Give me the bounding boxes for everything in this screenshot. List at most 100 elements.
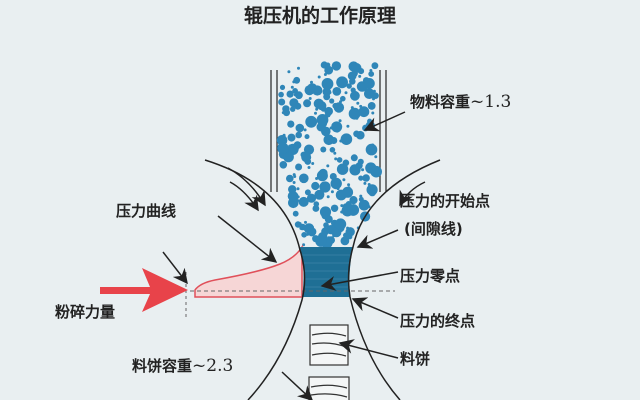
particle <box>329 173 337 180</box>
particle <box>350 90 360 101</box>
particle <box>303 128 307 132</box>
particle <box>355 116 359 120</box>
particle <box>295 163 303 171</box>
particle <box>372 97 375 101</box>
particle <box>363 181 367 185</box>
particle <box>367 102 376 110</box>
particle <box>299 173 309 184</box>
particle <box>295 123 305 133</box>
particle <box>366 184 378 196</box>
particle <box>331 138 335 142</box>
particle <box>301 232 307 238</box>
particle <box>329 147 336 153</box>
particle <box>362 174 370 182</box>
particle <box>357 68 365 75</box>
particle <box>331 121 343 133</box>
pressure-curve-label: 压力曲线 <box>116 202 176 220</box>
particle <box>334 157 338 161</box>
particle <box>330 177 342 190</box>
particle <box>347 204 360 216</box>
particle <box>340 133 353 145</box>
particle <box>322 87 332 97</box>
particle <box>286 90 294 98</box>
particle <box>349 78 356 85</box>
particle <box>287 133 296 142</box>
particle <box>329 126 333 130</box>
particle <box>358 175 364 181</box>
svg-text:料饼容重~2.3: 料饼容重~2.3 <box>132 356 233 376</box>
particle <box>344 91 348 95</box>
particle <box>292 173 296 177</box>
particle <box>347 183 351 187</box>
particle <box>365 88 372 95</box>
particle <box>321 78 334 90</box>
particle <box>319 206 332 218</box>
particle <box>346 83 352 89</box>
particle <box>317 75 321 79</box>
particle <box>312 205 320 212</box>
particle <box>303 99 312 108</box>
particle <box>314 86 322 93</box>
particle <box>367 183 371 186</box>
particle <box>351 70 358 77</box>
particle <box>296 187 300 191</box>
particle <box>364 78 375 89</box>
particle <box>331 61 342 71</box>
crushing-force-label: 粉碎力量 <box>55 303 115 321</box>
particle <box>361 168 365 172</box>
particle <box>326 195 330 199</box>
particle <box>332 87 342 96</box>
particle <box>297 66 300 70</box>
svg-text:物料容重~1.3: 物料容重~1.3 <box>410 92 511 112</box>
particle <box>371 62 379 70</box>
pressure-end-label: 压力的终点 <box>400 312 475 330</box>
particle <box>293 145 299 152</box>
particle <box>292 80 296 84</box>
particle <box>372 190 376 194</box>
right-roll <box>347 159 441 400</box>
particle <box>372 89 376 93</box>
particle <box>286 174 294 183</box>
particle <box>360 160 364 164</box>
particle <box>336 163 349 175</box>
compressed-zone <box>300 247 353 297</box>
particle <box>317 116 327 126</box>
gap-line-label: (间隙线) <box>404 220 463 238</box>
particle <box>346 124 350 128</box>
particle <box>314 111 317 115</box>
particle <box>334 218 347 230</box>
particle <box>332 102 339 109</box>
particle <box>277 142 289 154</box>
particle <box>336 157 343 163</box>
particle <box>371 111 375 115</box>
material-density-label: 物料容重 <box>410 93 470 111</box>
particle <box>292 181 296 184</box>
particle <box>290 106 296 112</box>
particle <box>349 196 358 205</box>
particle <box>333 151 337 155</box>
particle <box>326 164 330 168</box>
particle <box>278 98 286 106</box>
particle <box>369 69 373 72</box>
label-pointers <box>162 111 406 400</box>
particle <box>292 210 299 217</box>
particle <box>335 189 347 201</box>
particle <box>320 146 327 153</box>
particle <box>287 70 291 74</box>
diagram-title: 辊压机的工作原理 <box>244 4 396 27</box>
particle <box>308 97 312 100</box>
particle <box>323 222 329 228</box>
cake-density-value: ~2.3 <box>192 356 233 376</box>
particle <box>311 181 320 191</box>
particle <box>310 80 313 84</box>
particle <box>287 120 295 128</box>
pressure-zero-label: 压力零点 <box>400 267 460 285</box>
particle <box>316 170 328 182</box>
particle <box>283 151 294 163</box>
particle <box>324 65 334 75</box>
particle <box>350 154 358 162</box>
particle <box>317 101 327 111</box>
particle <box>283 109 290 117</box>
crushing-force-arrow <box>100 268 188 312</box>
